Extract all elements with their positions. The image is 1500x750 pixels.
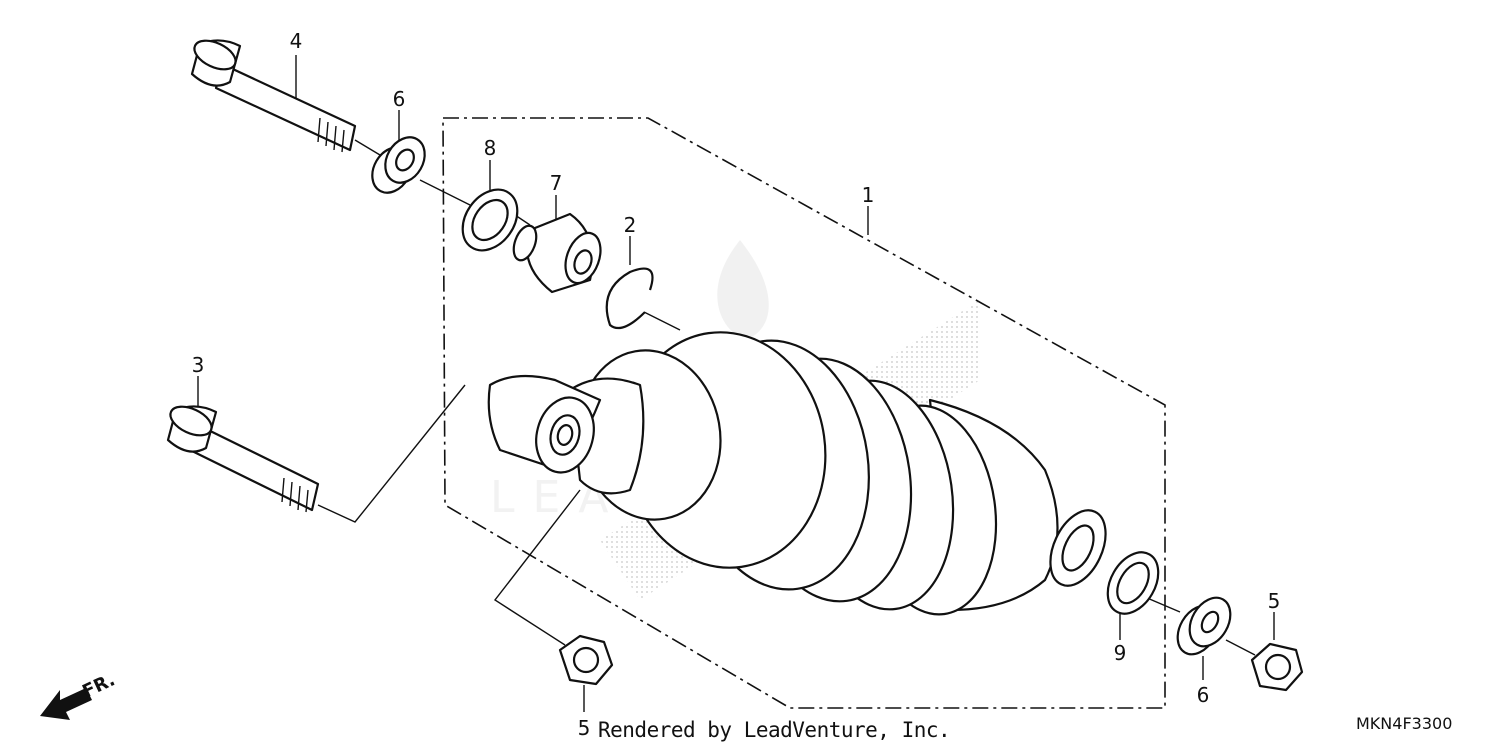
callout-5-right: 5 [1268,589,1281,613]
callout-1: 1 [862,183,875,207]
circlip-part-2 [605,267,654,330]
callout-2: 2 [624,213,637,237]
callout-5-left: 5 [578,716,591,740]
diagram-code: MKN4F3300 [1356,714,1453,733]
spacer-part-6-upper [371,136,426,194]
nut-part-5-left [558,634,614,686]
front-direction-label: FR. [79,669,118,702]
callout-3: 3 [192,353,205,377]
seal-part-9 [1106,551,1160,615]
callout-6-lower: 6 [1197,683,1210,707]
callout-4: 4 [290,29,303,53]
nut-part-5-right [1250,642,1304,692]
bolt-part-4 [190,39,357,153]
front-direction-arrow-icon: FR. [40,669,118,720]
render-credit: Rendered by LeadVenture, Inc. [598,718,951,742]
spacer-part-6-lower [1176,596,1232,656]
shock-absorber-part-1 [487,331,1107,616]
callout-8: 8 [484,136,497,160]
bolt-part-3 [166,405,320,513]
callout-6-upper: 6 [393,87,406,111]
seal-part-8 [461,188,519,252]
callout-7: 7 [550,171,563,195]
assembly-boundary [442,117,1166,709]
bushing-part-7 [512,212,602,294]
leader-lines [197,55,1275,712]
callout-9: 9 [1114,641,1127,665]
